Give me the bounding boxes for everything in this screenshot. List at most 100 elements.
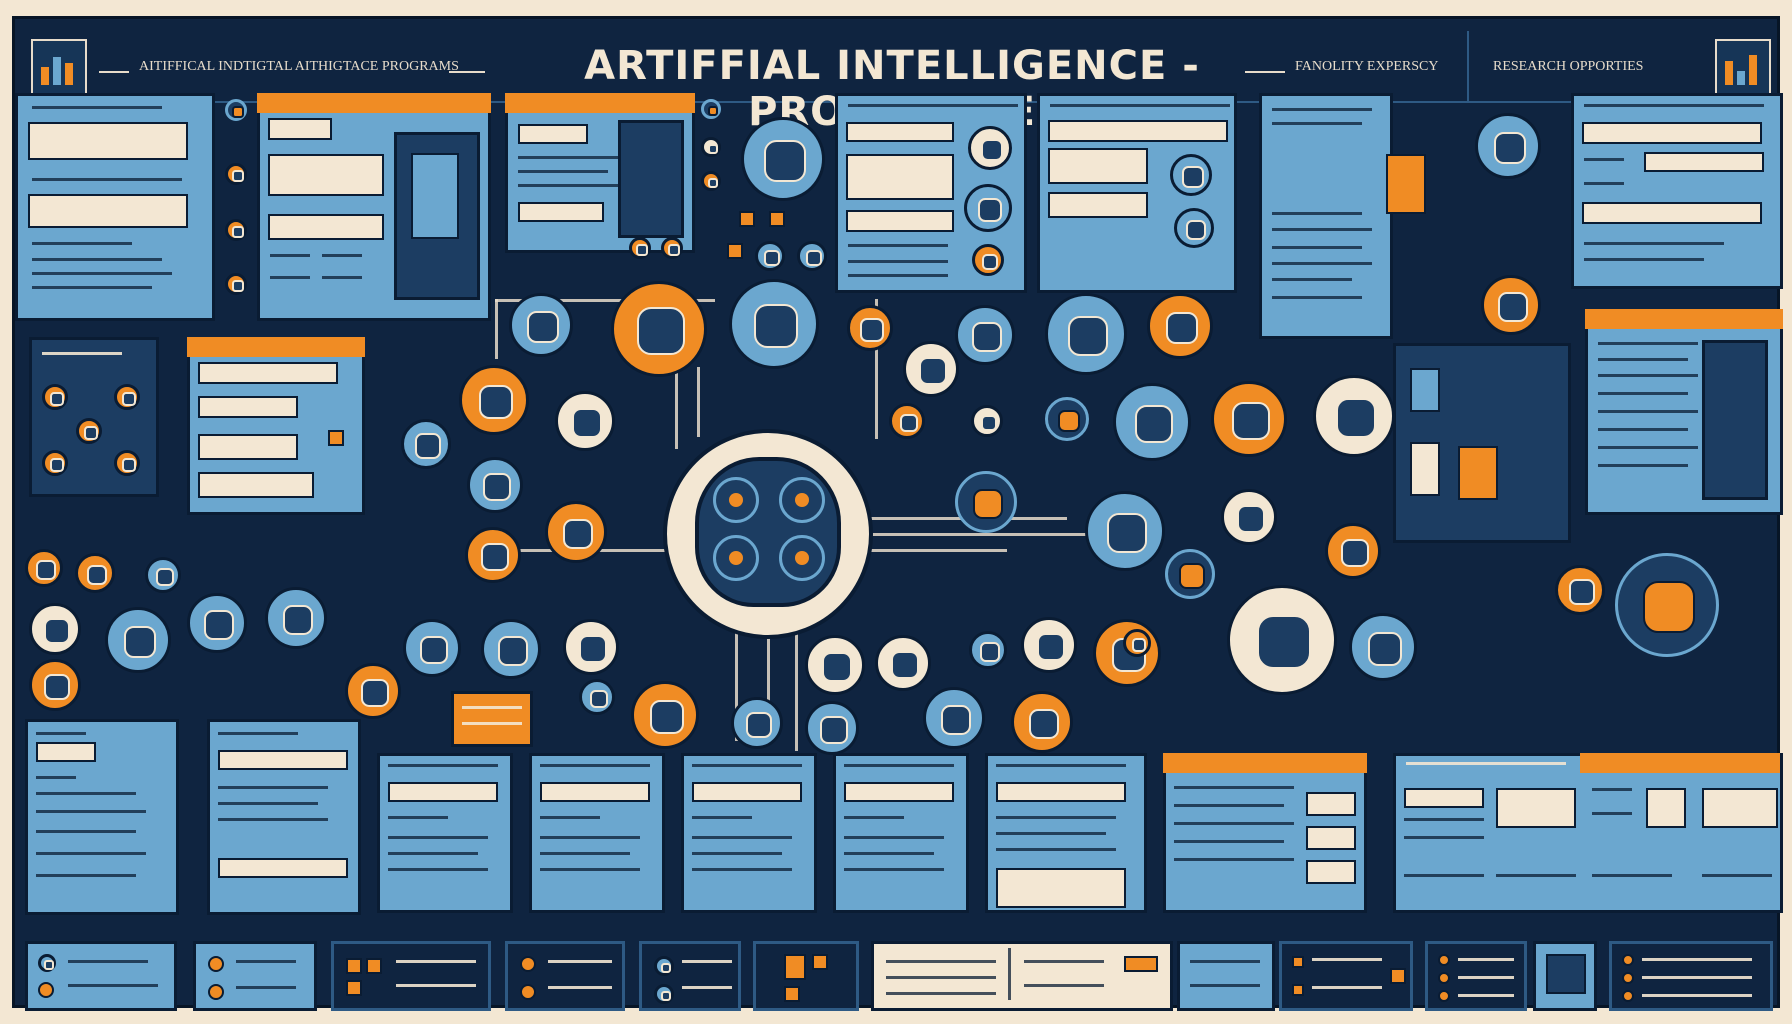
document-icon: [1221, 489, 1277, 545]
program-panel-4: [835, 93, 1027, 293]
brain-icon: [972, 244, 1004, 276]
gear-icon: [76, 418, 102, 444]
footer-cell-4: [505, 941, 625, 1011]
footer-cell-11: [1533, 941, 1597, 1011]
robot-icon: [1147, 293, 1213, 359]
chip-icon: [631, 681, 699, 749]
gear-icon: [1615, 553, 1719, 657]
chip-icon: [701, 171, 721, 191]
footer-cell-6: [753, 941, 859, 1011]
document-icon: [29, 603, 81, 655]
program-panel-12: [833, 753, 969, 913]
connector: [735, 631, 738, 741]
document-icon: [1386, 154, 1426, 214]
header-research-caption: RESEARCH OPPORTIES: [1493, 59, 1644, 74]
connector: [767, 631, 770, 711]
book-icon: [481, 619, 541, 679]
program-panel-11: [681, 753, 817, 913]
robot-icon: [114, 384, 140, 410]
program-panel-14: [1163, 753, 1367, 913]
connector: [867, 533, 1107, 536]
footer-cell-8: [1177, 941, 1275, 1011]
header-faculty-caption: FANOLITY EXPERSCY: [1295, 59, 1439, 74]
robot-icon: [1165, 549, 1215, 599]
document-icon: [805, 635, 865, 695]
robot-icon: [964, 184, 1012, 232]
robot-icon: [42, 384, 68, 410]
program-panel-7: [25, 719, 179, 915]
program-panel-3: [505, 93, 695, 253]
faculty-panel: [1259, 93, 1426, 339]
connector: [875, 299, 878, 439]
program-panel-2: [257, 93, 491, 321]
document-icon: [903, 341, 959, 397]
program-panel-10: [529, 753, 665, 913]
chip-icon: [225, 219, 247, 241]
footer-cell-1: [25, 941, 177, 1011]
chip-icon: [1211, 381, 1287, 457]
robot-icon: [345, 663, 401, 719]
header-rule-left: [99, 71, 129, 73]
robot-icon: [555, 391, 615, 451]
gear-icon: [847, 305, 893, 351]
gear-icon: [731, 697, 783, 749]
connector: [495, 299, 498, 359]
chip-icon: [769, 211, 785, 227]
chip-icon: [727, 243, 743, 259]
chip-icon: [1113, 383, 1191, 461]
gear-icon: [797, 241, 827, 271]
program-panel-13: [985, 753, 1147, 913]
robot-icon: [923, 687, 985, 749]
gear-icon: [701, 99, 721, 119]
research-panel-2: [1393, 343, 1571, 543]
program-panel-1: [15, 93, 215, 321]
connector: [495, 299, 715, 302]
research-opportunities-panel: [1393, 753, 1783, 913]
ai-brain-hub: [663, 429, 873, 639]
footer-cell-10: [1425, 941, 1527, 1011]
chip-icon: [969, 631, 1007, 669]
eye-icon: [265, 587, 327, 649]
robot-icon: [42, 450, 68, 476]
robot-icon: [403, 619, 461, 677]
robot-icon: [459, 365, 529, 435]
robot-icon: [1021, 617, 1077, 673]
robotics-panel: [29, 337, 159, 497]
globe-icon: [1475, 113, 1541, 179]
research-panel-1: [1571, 93, 1783, 289]
gear-icon: [755, 241, 785, 271]
header-rule-title-left: [449, 71, 485, 73]
gear-icon: [955, 471, 1017, 533]
program-panel-8: [207, 719, 361, 915]
chart-icon: [1555, 565, 1605, 615]
footer-cell-7: [871, 941, 1173, 1011]
document-icon: [875, 635, 931, 691]
globe-icon: [105, 607, 171, 673]
gear-icon: [701, 137, 721, 157]
robot-icon: [1227, 585, 1337, 695]
gear-icon: [1481, 275, 1541, 335]
chip-icon: [889, 403, 925, 439]
globe-icon: [1349, 613, 1417, 681]
chip-icon: [25, 549, 63, 587]
chip-icon: [971, 405, 1003, 437]
connector: [675, 369, 678, 449]
book-icon: [611, 281, 707, 377]
document-icon: [509, 293, 573, 357]
globe-icon: [145, 557, 181, 593]
footer-cell-3: [331, 941, 491, 1011]
chip-icon: [1011, 691, 1073, 753]
brain-icon: [695, 457, 841, 607]
chip-icon: [805, 701, 859, 755]
header-separator: [1467, 31, 1469, 103]
research-panel-3: [1585, 309, 1783, 515]
connector: [795, 631, 798, 751]
left-chart-logo-icon: [31, 39, 87, 95]
robot-icon: [741, 117, 825, 201]
right-chart-logo-icon: [1715, 39, 1771, 95]
robot-icon: [1174, 208, 1214, 248]
chart-icon: [955, 305, 1015, 365]
gear-icon: [1045, 397, 1089, 441]
robot-icon: [114, 450, 140, 476]
footer-cell-2: [193, 941, 317, 1011]
